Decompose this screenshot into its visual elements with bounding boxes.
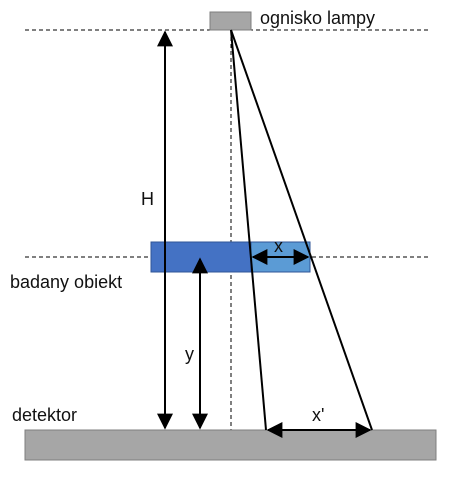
x-label: x	[274, 236, 283, 256]
x-prime-label: x'	[312, 405, 324, 425]
lamp-focus-label: ognisko lampy	[260, 8, 375, 28]
detector-label: detektor	[12, 405, 77, 425]
ray-inner	[230, 29, 267, 431]
lamp-focus-box	[209, 11, 252, 31]
detector-plate	[24, 429, 437, 461]
ray-outer	[230, 29, 373, 431]
object-label: badany obiekt	[10, 272, 122, 292]
y-label: y	[185, 344, 194, 364]
H-label: H	[141, 189, 154, 209]
